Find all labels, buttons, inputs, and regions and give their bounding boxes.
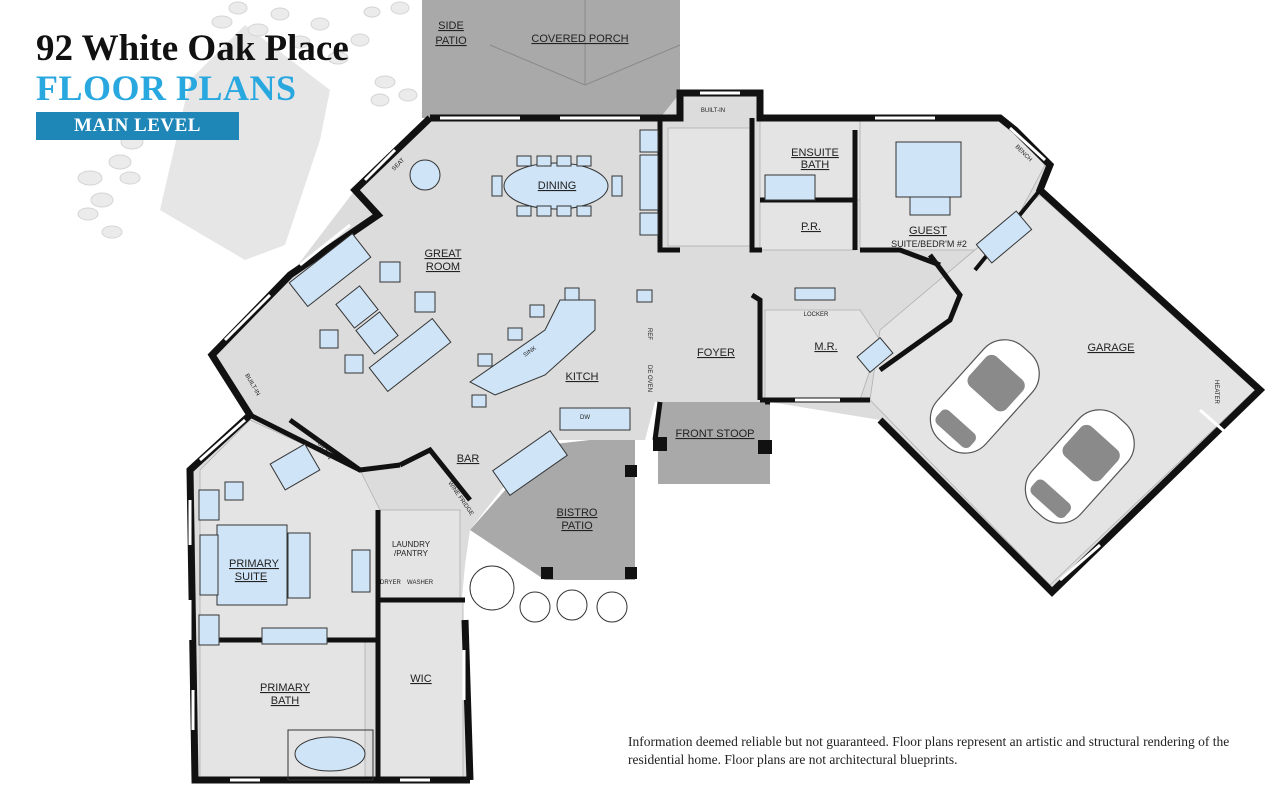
- label-built-in-top: BUILT-IN: [701, 108, 725, 114]
- kitchen-island: [469, 287, 596, 408]
- furniture: [198, 129, 1033, 781]
- front-stoop: [658, 402, 770, 484]
- label-garage: GARAGE: [1087, 342, 1134, 354]
- label-dw: DW: [580, 415, 590, 421]
- label-front-stoop: FRONT STOOP: [675, 428, 754, 440]
- label-ref: REF: [646, 328, 652, 340]
- windows: [188, 91, 1241, 782]
- label-primary-suite: PRIMARY: [229, 558, 280, 570]
- label-great-room-2: ROOM: [426, 261, 460, 273]
- guest-bed: [895, 141, 962, 198]
- disclaimer-text: Information deemed reliable but not guar…: [628, 734, 1230, 767]
- label-kitchen: KITCH: [566, 371, 599, 383]
- columns: [541, 437, 772, 579]
- round-table: [409, 159, 441, 191]
- primary-desk: [269, 443, 321, 491]
- sink-counter: [559, 407, 631, 431]
- label-locker: LOCKER: [804, 312, 829, 318]
- dining-chairs: [491, 155, 623, 217]
- guest-desk: [909, 196, 951, 216]
- label-foyer: FOYER: [697, 347, 735, 359]
- label-bistro-patio-2: PATIO: [561, 520, 593, 532]
- primary-bed: [216, 524, 288, 606]
- label-primary-bath-2: BATH: [271, 695, 300, 707]
- label-laundry-2: /PANTRY: [394, 549, 429, 558]
- label-laundry: LAUNDRY: [392, 540, 431, 549]
- label-ovens: DE OVEN: [646, 365, 652, 392]
- label-primary-suite-2: SUITE: [235, 571, 267, 583]
- label-ensuite-bath-2: BATH: [801, 159, 830, 171]
- label-side-patio: SIDE: [438, 20, 464, 32]
- great-room-seating: [288, 232, 452, 393]
- label-powder-room: P.R.: [801, 221, 821, 233]
- label-dryer: DRYER: [380, 580, 402, 586]
- primary-tub: [294, 736, 366, 772]
- guest-tub: [975, 210, 1033, 264]
- dining-table: [503, 162, 609, 210]
- label-guest-suite-2: SUITE/BEDR'M #2: [891, 239, 967, 249]
- shrubs: [469, 565, 628, 623]
- side-patio: [422, 0, 490, 118]
- label-ensuite-bath: ENSUITE: [791, 147, 839, 159]
- address-title: 92 White Oak Place: [36, 28, 349, 69]
- label-bistro-patio: BISTRO: [557, 507, 598, 519]
- label-wic: WIC: [410, 673, 431, 685]
- label-dining: DINING: [538, 180, 577, 192]
- room-labels: SIDE PATIO COVERED PORCH DINING GREAT RO…: [229, 20, 1135, 707]
- label-primary-bath: PRIMARY: [260, 682, 311, 694]
- label-bar: BAR: [457, 453, 480, 465]
- outdoor-areas: [422, 0, 770, 580]
- label-covered-porch: COVERED PORCH: [531, 33, 628, 45]
- level-badge: MAIN LEVEL: [36, 112, 239, 140]
- label-heater: HEATER: [1213, 380, 1219, 405]
- label-mud-room: M.R.: [814, 341, 837, 353]
- bistro-patio: [470, 435, 635, 580]
- label-guest-suite: GUEST: [909, 225, 947, 237]
- floor-plans-heading: FLOOR PLANS: [36, 68, 297, 108]
- label-great-room: GREAT: [424, 248, 461, 260]
- label-washer: WASHER: [407, 580, 434, 586]
- ensuite-tub: [764, 174, 816, 201]
- label-side-patio-2: PATIO: [435, 35, 467, 47]
- garage-cars: [929, 339, 1135, 524]
- bar-counter: [492, 429, 568, 497]
